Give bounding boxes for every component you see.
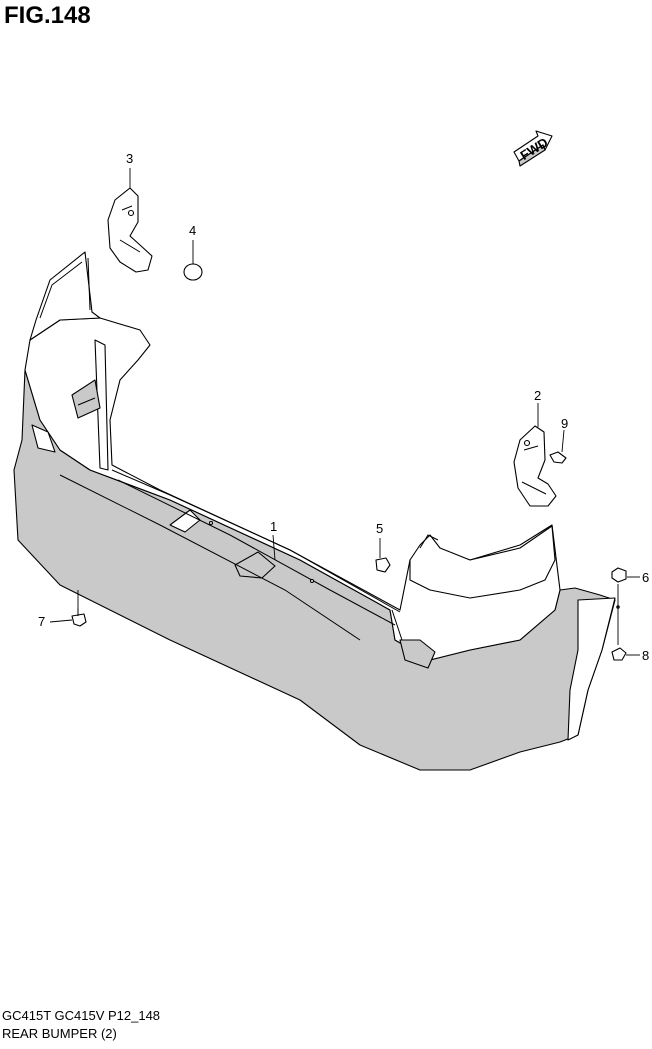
rivet-part (71, 608, 87, 627)
bracket-left-part (107, 187, 153, 273)
callout-5: 5 (376, 521, 383, 536)
model-code: GC415T GC415V P12_148 (2, 1008, 161, 1023)
callout-1: 1 (270, 519, 277, 534)
callout-2: 2 (534, 388, 541, 403)
callout-3: 3 (126, 151, 133, 166)
screw-part (549, 451, 567, 464)
clip-part (375, 557, 391, 573)
screw-bottom-part (611, 647, 627, 661)
fwd-arrow-icon: FWD (513, 130, 553, 167)
rear-bumper-part (13, 251, 620, 771)
callout-6: 6 (642, 570, 649, 585)
diagram-footer: GC415T GC415V P12_148 REAR BUMPER (2) (2, 1007, 160, 1043)
callout-7: 7 (38, 614, 45, 629)
section-name: REAR BUMPER (2) (2, 1026, 117, 1041)
figure-title: FIG.148 (4, 2, 91, 29)
callout-9: 9 (561, 416, 568, 431)
bracket-right-part (513, 425, 557, 507)
callout-8: 8 (642, 648, 649, 663)
leader-lines (49, 168, 640, 656)
plug-part (183, 263, 203, 281)
callout-4: 4 (189, 223, 196, 238)
nut-part (611, 567, 627, 583)
